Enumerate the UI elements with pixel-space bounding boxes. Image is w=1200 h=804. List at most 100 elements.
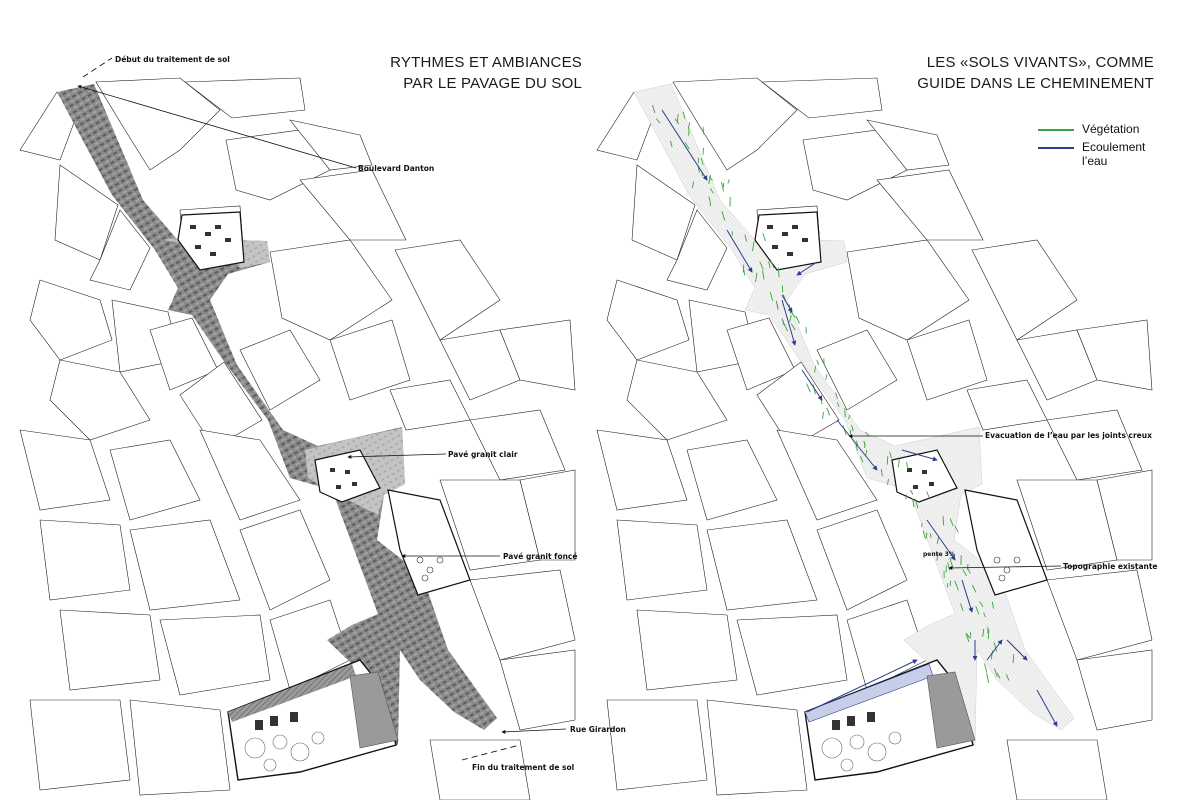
building-outline bbox=[500, 650, 575, 730]
vegetation-stroke bbox=[1013, 654, 1014, 663]
building-outline bbox=[110, 440, 200, 520]
building-outline bbox=[130, 700, 230, 795]
building-outline bbox=[390, 380, 470, 430]
legend-item-vegetation: Végétation bbox=[1038, 122, 1145, 136]
building-outline bbox=[470, 410, 565, 480]
label-fin-traitement: Fin du traitement de sol bbox=[472, 763, 574, 772]
left-title-line1: RYTHMES ET AMBIANCES bbox=[390, 52, 582, 73]
interior-detail bbox=[255, 720, 263, 730]
building-outline bbox=[607, 280, 689, 360]
interior-detail bbox=[225, 238, 231, 242]
interior-detail bbox=[205, 232, 211, 236]
label-pave-granit-fonce: Pavé granit foncé bbox=[503, 552, 577, 561]
legend-label-vegetation: Végétation bbox=[1082, 122, 1139, 136]
building-outline bbox=[847, 240, 969, 340]
interior-detail bbox=[832, 720, 840, 730]
building-outline bbox=[50, 360, 150, 440]
building-outline bbox=[300, 170, 406, 240]
interior-detail bbox=[767, 225, 773, 229]
building-outline bbox=[240, 510, 330, 610]
vegetation-stroke bbox=[987, 673, 989, 683]
interior-detail bbox=[336, 485, 341, 489]
label-boulevard-danton: Boulevard Danton bbox=[358, 164, 434, 173]
building-outline bbox=[470, 570, 575, 660]
building-outline bbox=[1047, 410, 1142, 480]
legend-item-ecoulement: Ecoulement l’eau bbox=[1038, 140, 1145, 168]
interior-detail bbox=[772, 245, 778, 249]
label-topographie-existante: Topographie existante bbox=[1063, 562, 1158, 571]
building-outline bbox=[270, 240, 392, 340]
building-outline bbox=[40, 520, 130, 600]
building-outline bbox=[687, 440, 777, 520]
plan-left-paving bbox=[20, 58, 575, 800]
left-title-line2: PAR LE PAVAGE DU SOL bbox=[390, 73, 582, 94]
interior-detail bbox=[847, 716, 855, 726]
building-outline bbox=[30, 280, 112, 360]
right-title-line2: GUIDE DANS LE CHEMINEMENT bbox=[917, 73, 1154, 94]
dashed-start-line bbox=[83, 58, 112, 77]
interior-detail bbox=[782, 232, 788, 236]
label-evacuation-eau: Evacuation de l’eau par les joints creux bbox=[985, 431, 1152, 440]
legend-label-ecoulement-line1: Ecoulement bbox=[1082, 140, 1145, 154]
building-outline bbox=[395, 240, 500, 340]
legend-label-ecoulement: Ecoulement l’eau bbox=[1082, 140, 1145, 168]
interior-detail bbox=[210, 252, 216, 256]
legend-swatch-ecoulement bbox=[1038, 147, 1074, 149]
interior-detail bbox=[802, 238, 808, 242]
right-title-line1: LES «SOLS VIVANTS», COMME bbox=[917, 52, 1154, 73]
interior-detail bbox=[330, 468, 335, 472]
vegetation-stroke bbox=[826, 374, 827, 379]
building-outline bbox=[1047, 570, 1152, 660]
building-outline bbox=[967, 380, 1047, 430]
interior-detail bbox=[867, 712, 875, 722]
vegetation-stroke bbox=[943, 516, 944, 525]
interior-detail bbox=[270, 716, 278, 726]
building-outline bbox=[707, 520, 817, 610]
label-pave-granit-clair: Pavé granit clair bbox=[448, 450, 518, 459]
interior-detail bbox=[929, 482, 934, 486]
building-outline bbox=[1077, 650, 1152, 730]
vegetation-stroke bbox=[845, 408, 846, 417]
label-pente: pente 3% bbox=[923, 551, 955, 558]
legend: Végétation Ecoulement l’eau bbox=[1038, 122, 1145, 172]
vegetation-stroke bbox=[777, 305, 778, 309]
interior-detail bbox=[345, 470, 350, 474]
building-outline bbox=[607, 700, 707, 790]
vegetation-stroke bbox=[887, 456, 888, 464]
building-outline bbox=[627, 360, 727, 440]
interior-detail bbox=[352, 482, 357, 486]
building-outline bbox=[972, 240, 1077, 340]
interior-detail bbox=[290, 712, 298, 722]
interior-detail bbox=[792, 225, 798, 229]
building-outline bbox=[30, 700, 130, 790]
building-outline bbox=[597, 430, 687, 510]
vegetation-stroke bbox=[817, 360, 819, 365]
building-outline bbox=[130, 520, 240, 610]
interior-detail bbox=[215, 225, 221, 229]
building-outline bbox=[20, 430, 110, 510]
interior-detail bbox=[190, 225, 196, 229]
building-outline bbox=[1007, 740, 1107, 800]
left-title: RYTHMES ET AMBIANCES PAR LE PAVAGE DU SO… bbox=[390, 52, 582, 94]
building-outline bbox=[877, 170, 983, 240]
building-outline bbox=[160, 615, 270, 695]
leader-rue-girardon bbox=[502, 729, 566, 732]
right-title: LES «SOLS VIVANTS», COMME GUIDE DANS LE … bbox=[917, 52, 1154, 94]
label-debut-traitement: Début du traitement de sol bbox=[115, 55, 230, 64]
building-outline bbox=[707, 700, 807, 795]
interior-detail bbox=[922, 470, 927, 474]
interior-detail bbox=[787, 252, 793, 256]
interior-detail bbox=[195, 245, 201, 249]
vegetation-stroke bbox=[728, 179, 730, 183]
building-outline bbox=[60, 610, 160, 690]
interior-detail bbox=[913, 485, 918, 489]
legend-label-ecoulement-line2: l’eau bbox=[1082, 154, 1107, 168]
building-outline bbox=[637, 610, 737, 690]
building-outline bbox=[817, 510, 907, 610]
building-outline bbox=[617, 520, 707, 600]
legend-swatch-vegetation bbox=[1038, 129, 1074, 131]
label-rue-girardon: Rue Girardon bbox=[570, 725, 626, 734]
building-outline bbox=[737, 615, 847, 695]
